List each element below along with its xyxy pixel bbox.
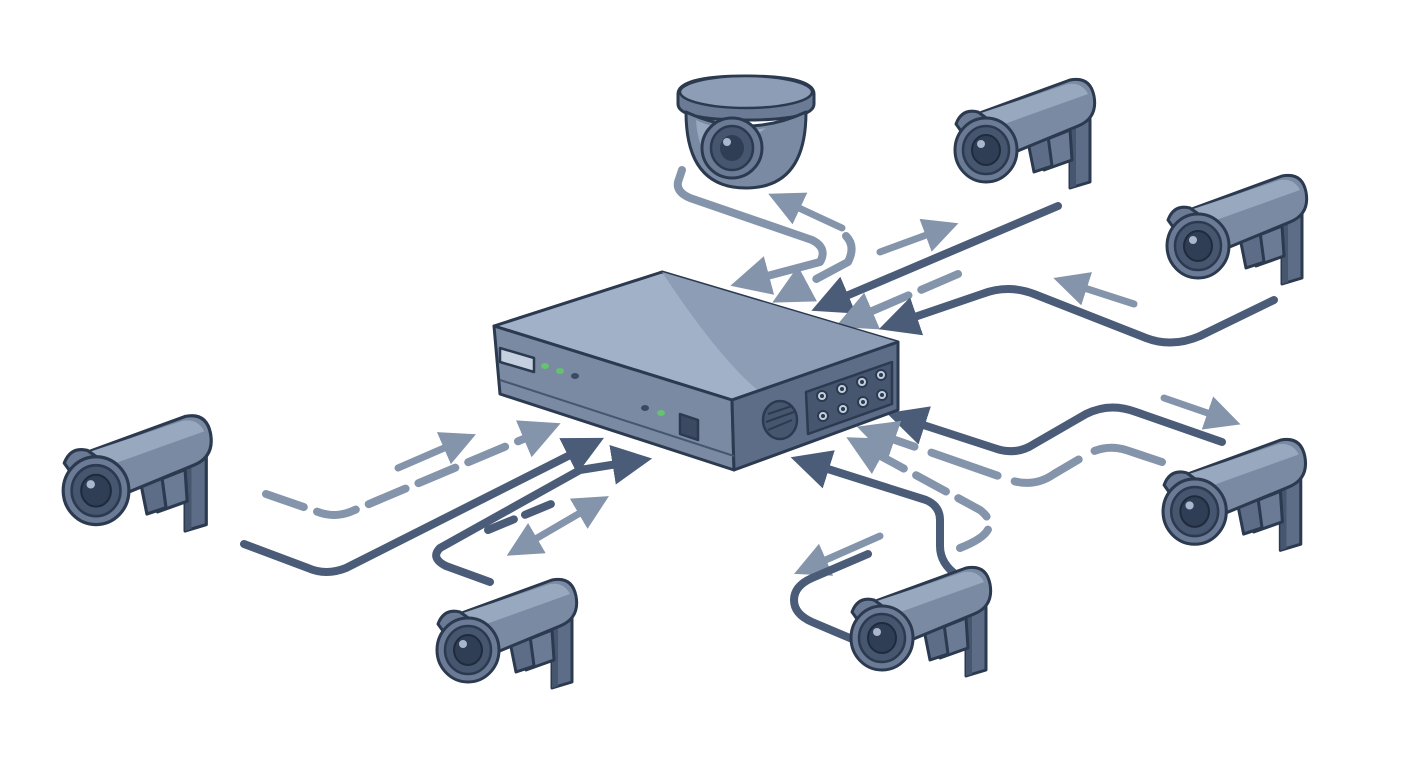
bullet-camera-icon [1161, 437, 1308, 552]
nvr-recorder-icon [492, 270, 900, 472]
bnc-port-panel [804, 360, 894, 436]
vent-grille-icon [761, 399, 799, 441]
activity-led [571, 373, 579, 379]
link-camera-bottom-right [790, 437, 994, 648]
power-led [541, 363, 549, 369]
bullet-camera-icon [61, 414, 213, 533]
link-camera-bottom-left [432, 445, 653, 586]
link-dome-camera [673, 166, 856, 303]
link-camera-right-lower [856, 394, 1241, 487]
link-camera-right-upper [878, 272, 1278, 347]
bullet-camera-icon [953, 77, 1097, 190]
power-button [678, 412, 700, 442]
dome-camera-icon [676, 74, 816, 190]
bullet-camera-icon [849, 565, 993, 678]
connection-lines [240, 166, 1278, 648]
link-camera-top-right [811, 202, 1062, 330]
link-camera-left [240, 420, 605, 576]
status-led [556, 368, 564, 374]
bullet-camera-icon [435, 577, 579, 690]
bullet-camera-icon [1165, 173, 1309, 286]
